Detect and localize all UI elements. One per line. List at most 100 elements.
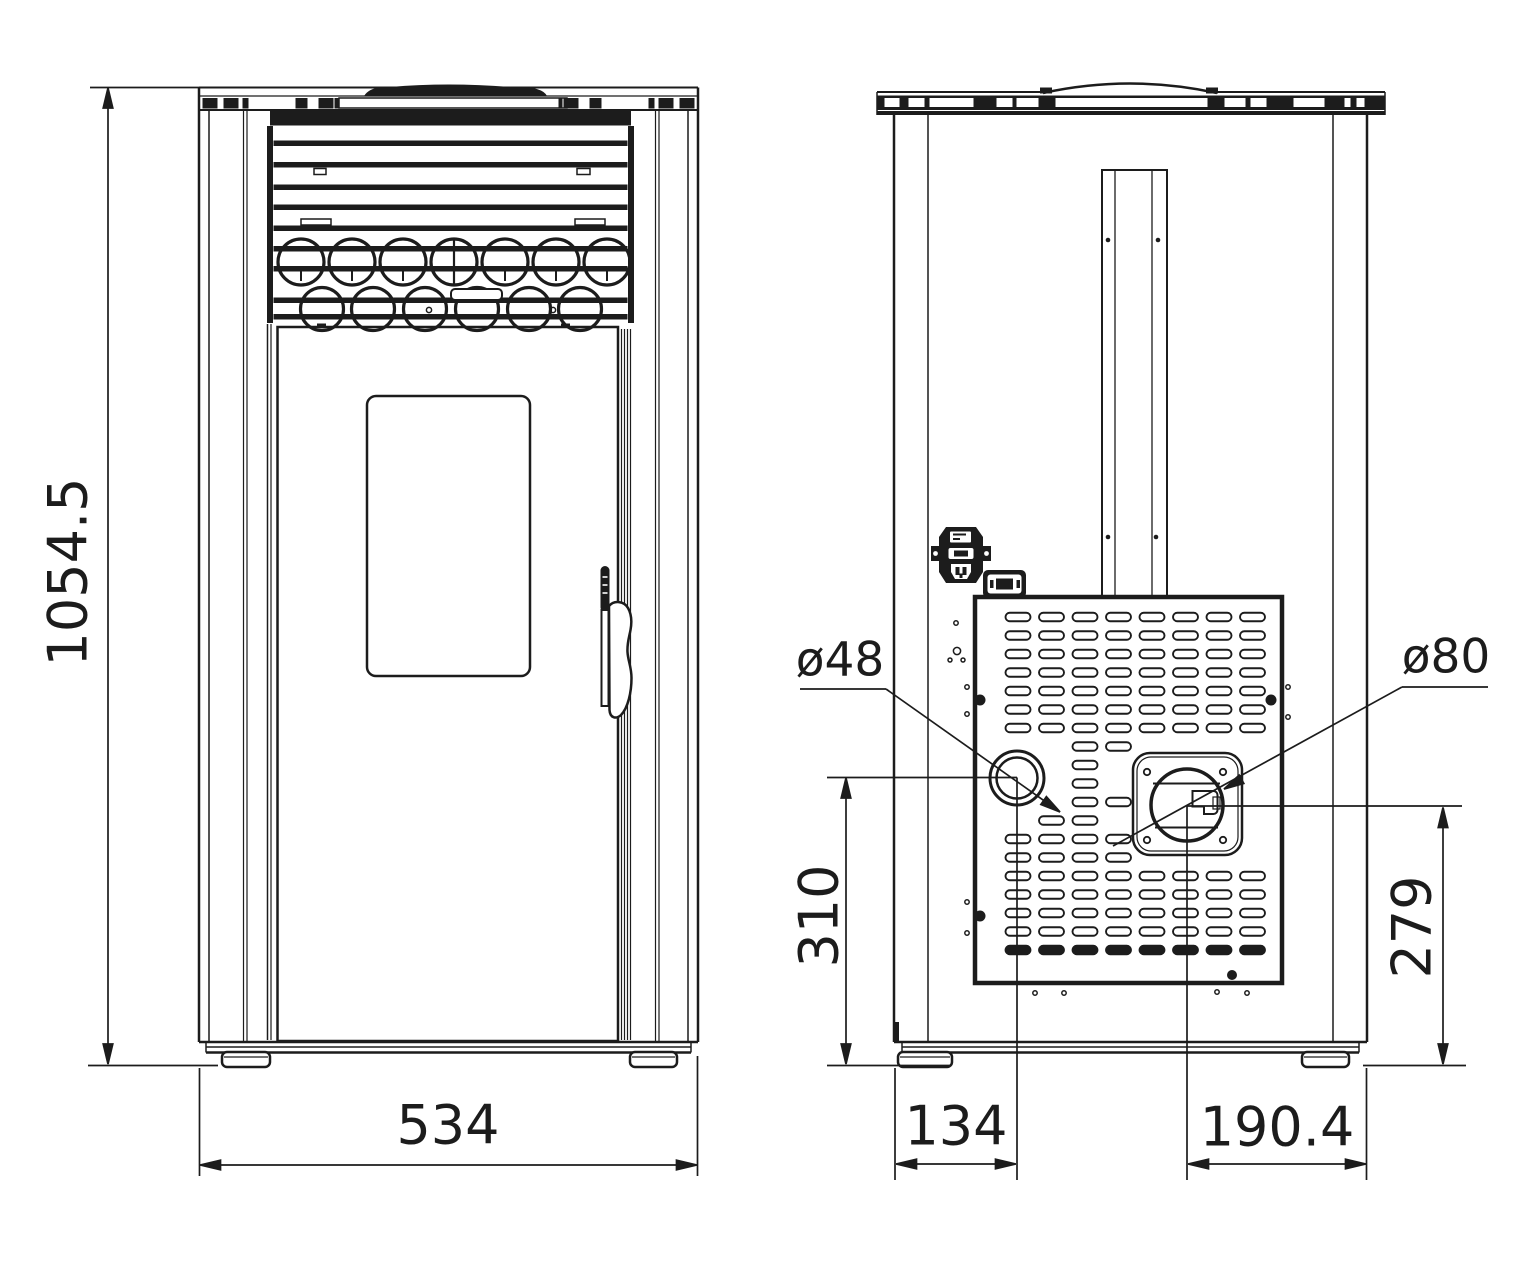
leader-dia-48 <box>800 688 1061 813</box>
fan-ring <box>298 285 346 333</box>
vent-slot <box>1239 648 1266 660</box>
grille-slat <box>273 162 628 168</box>
vent-slot <box>1105 889 1132 900</box>
vent-slot <box>1071 759 1099 771</box>
dimension-arrowhead <box>840 777 852 799</box>
vent-slot <box>1038 685 1065 697</box>
dim-intake-height <box>827 779 950 1067</box>
vent-slot <box>1239 667 1266 678</box>
vent-slot <box>1239 685 1266 697</box>
label-overall-height: 1054.5 <box>37 478 100 667</box>
vent-slot <box>1071 833 1099 845</box>
dimension-arrowhead <box>1188 1158 1210 1170</box>
vent-slot <box>1205 667 1233 678</box>
vent-slot <box>1004 926 1032 937</box>
vent-slot <box>1138 722 1166 734</box>
vent-slit <box>907 97 926 108</box>
label-intake-offset: 134 <box>904 1095 1007 1158</box>
front-body-panels <box>197 87 700 1042</box>
handle-grip <box>607 600 633 719</box>
vent-slot <box>1138 704 1166 715</box>
rear-foot-right <box>1300 1050 1351 1069</box>
label-overall-width: 534 <box>396 1094 499 1157</box>
vent-slot <box>1138 944 1166 956</box>
vent-slot <box>1071 815 1099 826</box>
vent-slot <box>1138 926 1166 937</box>
rear-vent-panel <box>972 594 1285 986</box>
vent-slot <box>1038 667 1065 678</box>
rear-top-dome <box>1042 82 1218 95</box>
vent-slit <box>1355 97 1366 108</box>
rear-top-assembly <box>876 82 1386 115</box>
fan-ring <box>429 237 479 287</box>
flue-channel <box>1101 169 1168 598</box>
vent-slot <box>1071 685 1099 697</box>
vent-slot <box>1172 667 1199 678</box>
grille-slat <box>273 184 628 190</box>
fan-ring <box>327 237 377 287</box>
fan-ring <box>349 285 397 333</box>
vent-slot <box>1105 907 1132 919</box>
vent-slot <box>1172 611 1199 623</box>
fan-ring <box>401 285 449 333</box>
rear-body-panels <box>892 115 1369 1042</box>
front-air-grille <box>267 126 634 333</box>
vent-slit <box>202 98 218 109</box>
vent-slot <box>1071 870 1099 882</box>
vent-slot <box>1071 907 1099 919</box>
vent-slit <box>589 98 602 109</box>
vent-slot <box>1239 704 1266 715</box>
dimension-arrowheads <box>102 87 1449 1171</box>
vent-slot <box>1138 611 1166 623</box>
vent-slot <box>1038 926 1065 937</box>
vent-slot <box>1004 944 1032 956</box>
vent-slot <box>1071 648 1099 660</box>
vent-slot <box>1239 630 1266 641</box>
fan-outlet-rings <box>276 237 632 333</box>
vent-slot <box>1239 926 1266 937</box>
power-inlet-socket <box>931 527 991 583</box>
vent-slot <box>1004 722 1032 734</box>
vent-slot <box>1205 926 1233 937</box>
vent-slot <box>1071 926 1099 937</box>
stove-door <box>276 323 632 1043</box>
dim-overall-width <box>198 1056 699 1176</box>
vent-slit <box>334 98 339 109</box>
vent-slot <box>1138 907 1166 919</box>
vent-slot-grid <box>1004 611 1266 956</box>
vent-slot <box>1004 611 1032 623</box>
vent-slot <box>1205 870 1233 882</box>
vent-slot <box>1004 648 1032 660</box>
dimension-arrowhead <box>1437 1043 1449 1065</box>
front-foot-left <box>220 1050 272 1069</box>
vent-slot <box>1239 944 1266 956</box>
fan-ring <box>480 237 530 287</box>
vent-slot <box>1071 778 1099 789</box>
dimension-arrowhead <box>840 1043 852 1065</box>
vent-slit <box>995 97 1014 108</box>
vent-slit <box>1223 97 1247 108</box>
rear-base <box>894 1040 1367 1069</box>
vent-slot <box>1138 648 1166 660</box>
dim-exhaust-height <box>1363 808 1466 1067</box>
door-window <box>365 394 532 678</box>
label-exhaust-diameter: ø80 <box>1402 630 1491 685</box>
vent-slot <box>1105 611 1132 623</box>
vent-slit <box>679 98 695 109</box>
grille-slat <box>273 204 628 210</box>
vent-slot <box>1172 926 1199 937</box>
vent-slit <box>223 98 239 109</box>
vent-slot <box>1172 907 1199 919</box>
vent-slot <box>1038 907 1065 919</box>
vent-slot <box>1071 944 1099 956</box>
vent-slit <box>648 98 655 109</box>
dimension-arrowhead <box>994 1158 1016 1170</box>
vent-slot <box>1138 685 1166 697</box>
vent-slot <box>1105 667 1132 678</box>
vent-slot <box>1138 667 1166 678</box>
vent-slot <box>1205 944 1233 956</box>
grille-slat <box>273 266 628 272</box>
vent-slot <box>1172 944 1199 956</box>
dimension-labels: 1054.5 534 ø48 ø80 310 279 134 190.4 <box>37 478 1491 1159</box>
